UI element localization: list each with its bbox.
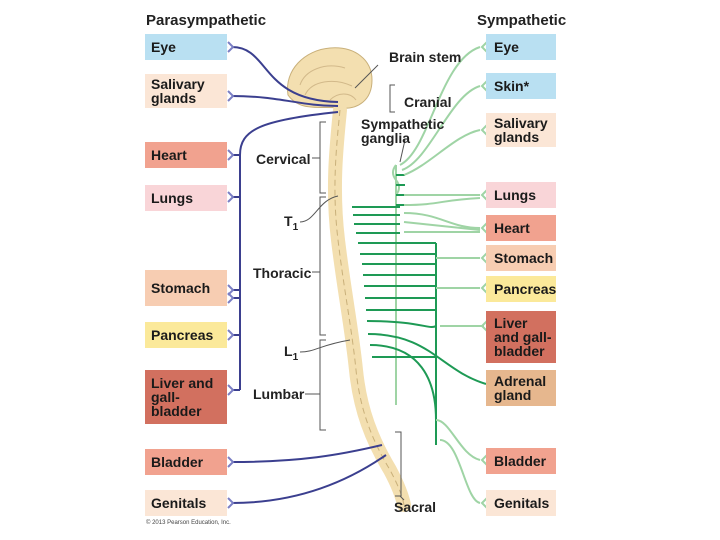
label-sympathetic-ganglia: Sympathetic ganglia	[361, 116, 445, 146]
brain-illustration	[287, 47, 373, 109]
right-organ-bladder: Bladder	[486, 448, 556, 474]
label-thoracic: Thoracic	[253, 265, 312, 281]
label-cervical: Cervical	[256, 151, 311, 167]
right-organ-heart: Heart	[486, 215, 556, 241]
sympathetic-preganglionic	[352, 174, 487, 445]
sympathetic-postganglionic	[399, 46, 484, 504]
right-organ-liver-gallbladder: Liver and gall-bladder	[486, 311, 556, 363]
right-organ-lungs: Lungs	[486, 182, 556, 208]
sympathetic-header: Sympathetic	[477, 12, 567, 29]
left-organ-bladder: Bladder	[145, 449, 227, 475]
label-cranial: Cranial	[404, 94, 452, 110]
left-organ-liver-gallbladder: Liver and gall-bladder	[145, 370, 227, 424]
right-arrowheads	[480, 41, 488, 509]
left-organ-lungs: Lungs	[145, 185, 227, 211]
spinal-column	[327, 103, 411, 512]
left-organ-stomach: Stomach	[145, 270, 227, 306]
label-l1-letter: L	[284, 343, 293, 359]
parasympathetic-nerves	[231, 46, 387, 504]
label-t1-letter: T	[284, 213, 293, 229]
left-organ-salivary-glands: Salivary glands	[145, 74, 227, 108]
right-organ-salivary-glands: Salivary glands	[486, 113, 556, 147]
label-lumbar: Lumbar	[253, 386, 305, 402]
right-organ-stomach: Stomach	[486, 245, 556, 271]
left-organ-eye: Eye	[145, 34, 227, 60]
label-l1: L1	[284, 344, 298, 365]
right-organ-genitals: Genitals	[486, 490, 556, 516]
right-organ-skin: Skin*	[486, 73, 556, 99]
label-brain-stem: Brain stem	[389, 49, 462, 65]
right-organ-pancreas: Pancreas	[486, 276, 556, 302]
parasympathetic-header: Parasympathetic	[146, 12, 267, 29]
label-l1-sub: 1	[292, 351, 299, 363]
right-organ-adrenal-gland: Adrenal gland	[486, 370, 556, 406]
right-organ-eye: Eye	[486, 34, 556, 60]
label-t1-sub: 1	[292, 221, 299, 233]
copyright-notice: © 2013 Pearson Education, Inc.	[146, 520, 231, 526]
left-organ-pancreas: Pancreas	[145, 322, 227, 348]
left-organ-genitals: Genitals	[145, 490, 227, 516]
label-sacral: Sacral	[394, 499, 437, 515]
region-brackets	[299, 64, 406, 501]
left-organ-heart: Heart	[145, 142, 227, 168]
label-t1: T1	[284, 214, 298, 235]
left-arrowheads	[220, 41, 235, 509]
